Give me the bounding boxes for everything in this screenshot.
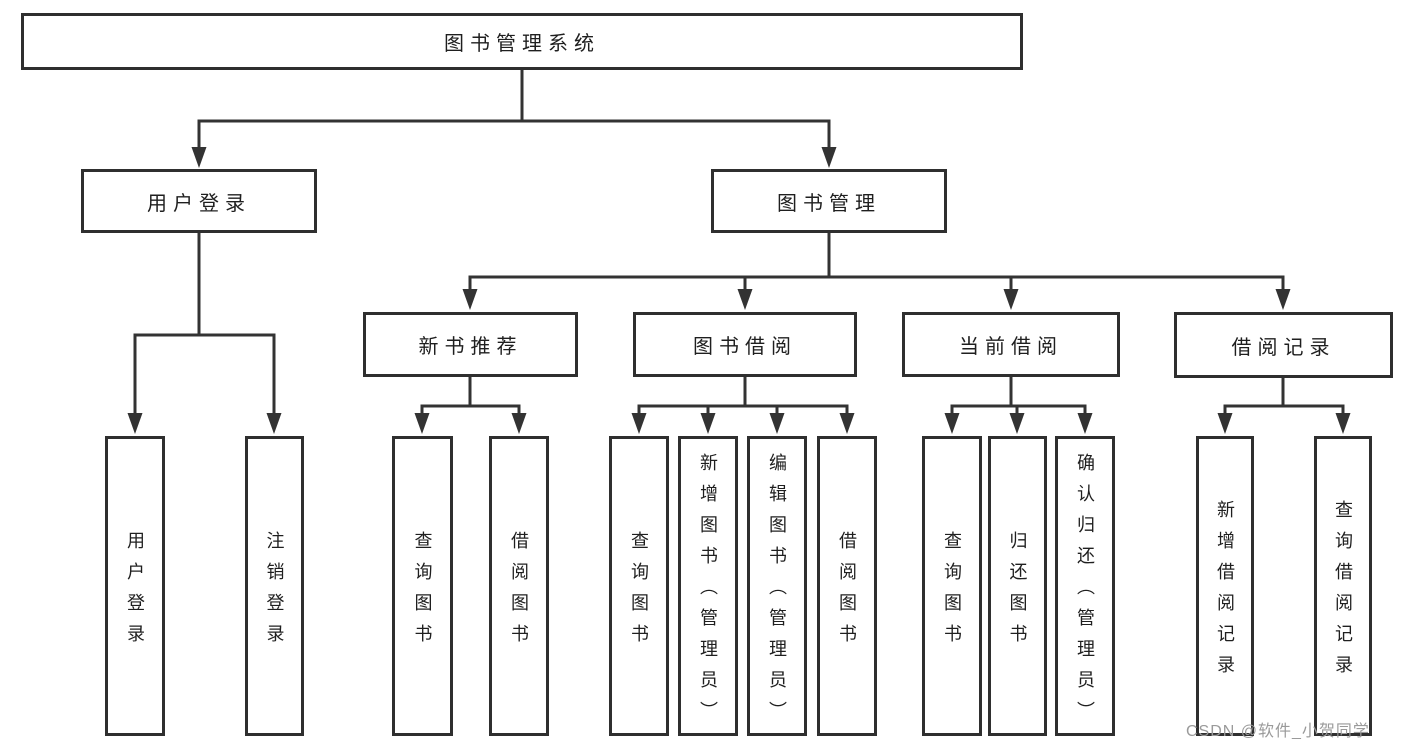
leaf-current-query-books: 查询图书 [922, 436, 982, 736]
leaf-edit-books-admin-label: 编辑图书（管理员） [767, 453, 787, 732]
leaf-logout: 注销登录 [245, 436, 304, 736]
leaf-confirm-return-admin: 确认归还（管理员） [1055, 436, 1115, 736]
node-new-book-recommend: 新书推荐 [363, 312, 578, 377]
leaf-user-login: 用户登录 [105, 436, 165, 736]
node-book-management: 图书管理 [711, 169, 947, 233]
node-borrow-records: 借阅记录 [1174, 312, 1393, 378]
leaf-newbook-query-books-label: 查询图书 [412, 530, 433, 655]
node-user-login: 用户登录 [81, 169, 317, 233]
leaf-logout-label: 注销登录 [264, 530, 285, 655]
leaf-newbook-borrow-books: 借阅图书 [489, 436, 549, 736]
node-book-management-label: 图书管理 [777, 192, 881, 215]
leaf-user-login-label: 用户登录 [125, 530, 145, 655]
leaf-newbook-query-books: 查询图书 [392, 436, 453, 736]
connector-user-login [127, 233, 282, 434]
node-root-system: 图书管理系统 [21, 13, 1023, 70]
connector-new-book [414, 377, 527, 434]
node-root-system-label: 图书管理系统 [444, 33, 600, 55]
node-current-borrow-label: 当前借阅 [959, 336, 1063, 358]
leaf-borrow-query-books: 查询图书 [609, 436, 669, 736]
node-user-login-label: 用户登录 [147, 192, 251, 215]
node-borrow-records-label: 借阅记录 [1231, 336, 1336, 359]
leaf-add-borrow-record-label: 新增借阅记录 [1215, 499, 1235, 686]
leaf-newbook-borrow-books-label: 借阅图书 [509, 530, 529, 655]
leaf-query-borrow-record-label: 查询借阅记录 [1333, 499, 1353, 686]
node-book-borrow: 图书借阅 [633, 312, 857, 377]
leaf-add-borrow-record: 新增借阅记录 [1196, 436, 1254, 736]
leaf-add-books-admin: 新增图书（管理员） [678, 436, 738, 736]
leaf-add-books-admin-label: 新增图书（管理员） [698, 453, 718, 732]
leaf-borrow-books-label: 借阅图书 [837, 530, 857, 655]
connector-root [191, 70, 837, 168]
leaf-borrow-query-books-label: 查询图书 [629, 530, 649, 655]
leaf-return-books-label: 归还图书 [1007, 530, 1028, 655]
connector-book-management [462, 233, 1291, 310]
connector-book-borrow [631, 377, 855, 434]
leaf-return-books: 归还图书 [988, 436, 1047, 736]
node-book-borrow-label: 图书借阅 [693, 336, 797, 358]
node-current-borrow: 当前借阅 [902, 312, 1120, 377]
csdn-watermark: CSDN @软件_小贺同学 [1186, 723, 1370, 740]
node-new-book-recommend-label: 新书推荐 [418, 336, 523, 358]
leaf-edit-books-admin: 编辑图书（管理员） [747, 436, 807, 736]
connector-current-borrow [944, 377, 1093, 434]
leaf-borrow-books: 借阅图书 [817, 436, 877, 736]
leaf-confirm-return-admin-label: 确认归还（管理员） [1075, 453, 1095, 732]
leaf-current-query-books-label: 查询图书 [942, 530, 962, 655]
connector-borrow-records [1217, 377, 1351, 434]
leaf-query-borrow-record: 查询借阅记录 [1314, 436, 1372, 736]
